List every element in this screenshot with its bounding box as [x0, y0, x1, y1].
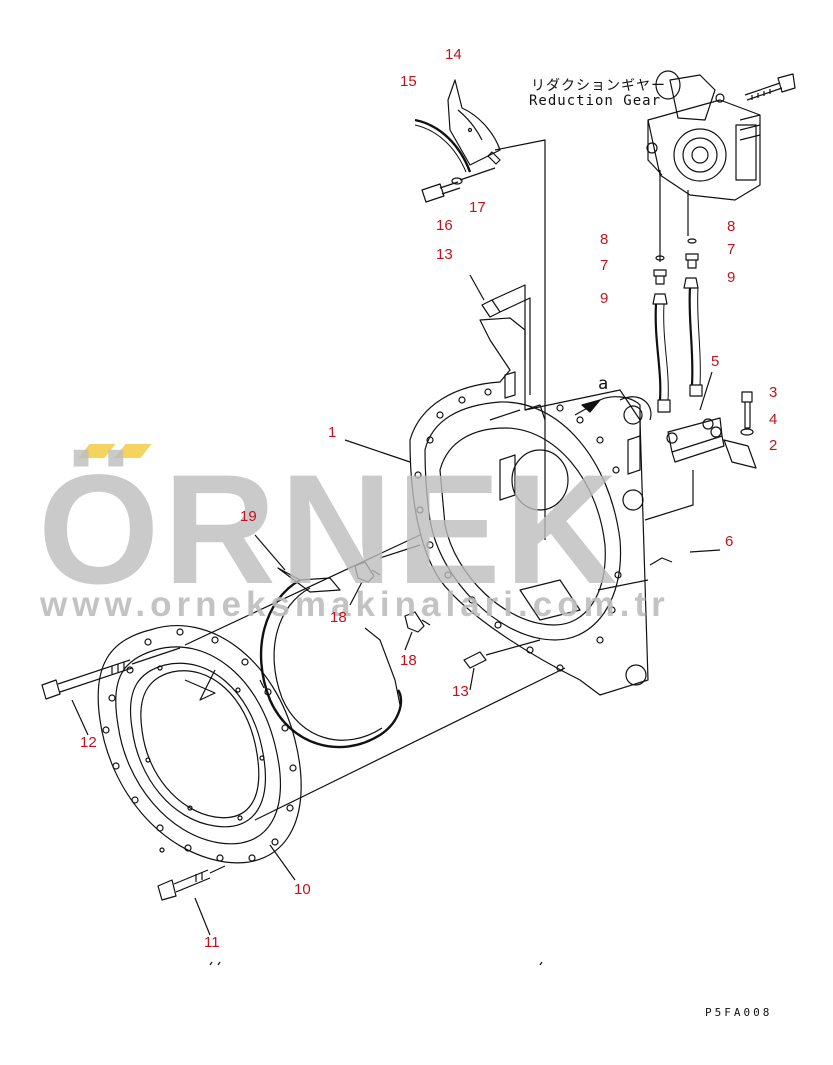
view-ref-label: a: [598, 374, 609, 394]
drawing-code: P5FA008: [705, 1006, 773, 1019]
callout-10: 10: [294, 881, 311, 898]
callout-9-left: 9: [600, 290, 609, 307]
cover-plate: [414, 79, 546, 540]
callout-8-right: 8: [727, 218, 736, 235]
callout-18-left: 18: [330, 609, 347, 626]
watermark-url: www.orneksmakinalari.com.tr: [40, 585, 670, 624]
callout-11: 11: [204, 934, 220, 951]
callout-13-upper: 13: [436, 246, 453, 263]
manifold-block: [644, 371, 757, 521]
callout-7-right: 7: [727, 241, 736, 258]
main-housing: [344, 317, 721, 696]
bolt-11: [157, 865, 226, 936]
title-japanese: リダクションギヤー: [531, 78, 666, 94]
callout-17: 17: [469, 199, 486, 216]
watermark-brand: ÖRNEK: [38, 443, 622, 617]
callout-4: 4: [769, 411, 778, 428]
callout-13-lower: 13: [452, 683, 469, 700]
callout-9-right: 9: [727, 269, 736, 286]
sensors: [349, 544, 431, 651]
callout-7-left: 7: [600, 257, 609, 274]
hose-fittings: [652, 238, 703, 413]
title-english: Reduction Gear: [529, 93, 662, 109]
callout-6: 6: [725, 533, 734, 550]
callout-2: 2: [769, 437, 778, 454]
callout-12: 12: [80, 734, 97, 751]
ring-flange: [97, 534, 566, 881]
bolt-12: [41, 647, 181, 736]
callout-19: 19: [240, 508, 257, 525]
callout-16: 16: [436, 217, 453, 234]
callout-3: 3: [769, 384, 778, 401]
callout-5: 5: [711, 353, 720, 370]
callout-8-left: 8: [600, 231, 609, 248]
callout-15: 15: [400, 73, 417, 90]
seal-ring: [254, 534, 403, 749]
reduction-gear: [646, 70, 796, 201]
callout-14: 14: [445, 46, 462, 63]
callout-1: 1: [328, 424, 337, 441]
callout-18-right: 18: [400, 652, 417, 669]
